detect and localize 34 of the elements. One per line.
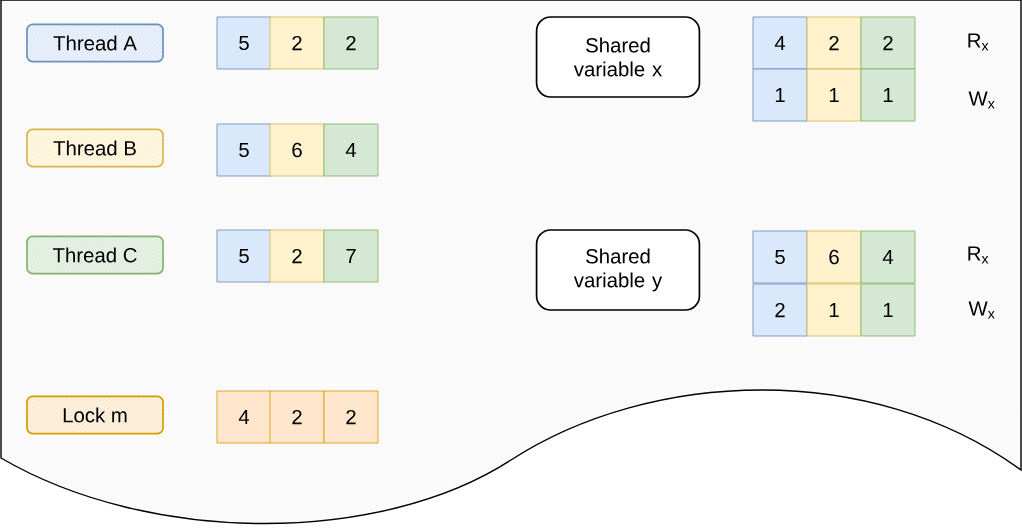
- clock-cell: 4: [323, 123, 379, 177]
- shared-variable-box: Shared variable x: [535, 16, 701, 98]
- row-label: W$_{x}$: [968, 301, 995, 319]
- clock-cell: 5: [216, 16, 272, 70]
- clock-cell: 7: [323, 229, 379, 283]
- thread-box: Thread A: [26, 23, 164, 63]
- shared-variable-box: Shared variable y: [535, 229, 701, 311]
- clock-cell: 4: [216, 390, 272, 444]
- clock-cell: 2: [806, 16, 862, 70]
- thread-box: Lock m: [26, 395, 164, 435]
- clock-cell: 5: [752, 230, 808, 284]
- clock-cell: 1: [752, 68, 808, 122]
- clock-cell: 4: [860, 230, 916, 284]
- clock-cell: 2: [269, 390, 325, 444]
- clock-cell: 2: [752, 283, 808, 337]
- clock-cell: 5: [216, 123, 272, 177]
- clock-cell: 2: [323, 16, 379, 70]
- clock-cell: 2: [269, 229, 325, 283]
- clock-cell: 1: [860, 68, 916, 122]
- row-label: W$_{x}$: [968, 91, 995, 109]
- row-label: R$_{x}$: [968, 33, 989, 51]
- clock-cell: 2: [269, 16, 325, 70]
- clock-cell: 4: [752, 16, 808, 70]
- clock-cell: 1: [806, 68, 862, 122]
- clock-cell: 2: [860, 16, 916, 70]
- clock-cell: 1: [860, 283, 916, 337]
- row-label: R$_{x}$: [968, 246, 989, 264]
- thread-box: Thread C: [26, 235, 164, 275]
- clock-cell: 6: [806, 230, 862, 284]
- clock-cell: 5: [216, 229, 272, 283]
- thread-box: Thread B: [26, 128, 164, 168]
- clock-cell: 2: [323, 390, 379, 444]
- clock-cell: 6: [269, 123, 325, 177]
- clock-cell: 1: [806, 283, 862, 337]
